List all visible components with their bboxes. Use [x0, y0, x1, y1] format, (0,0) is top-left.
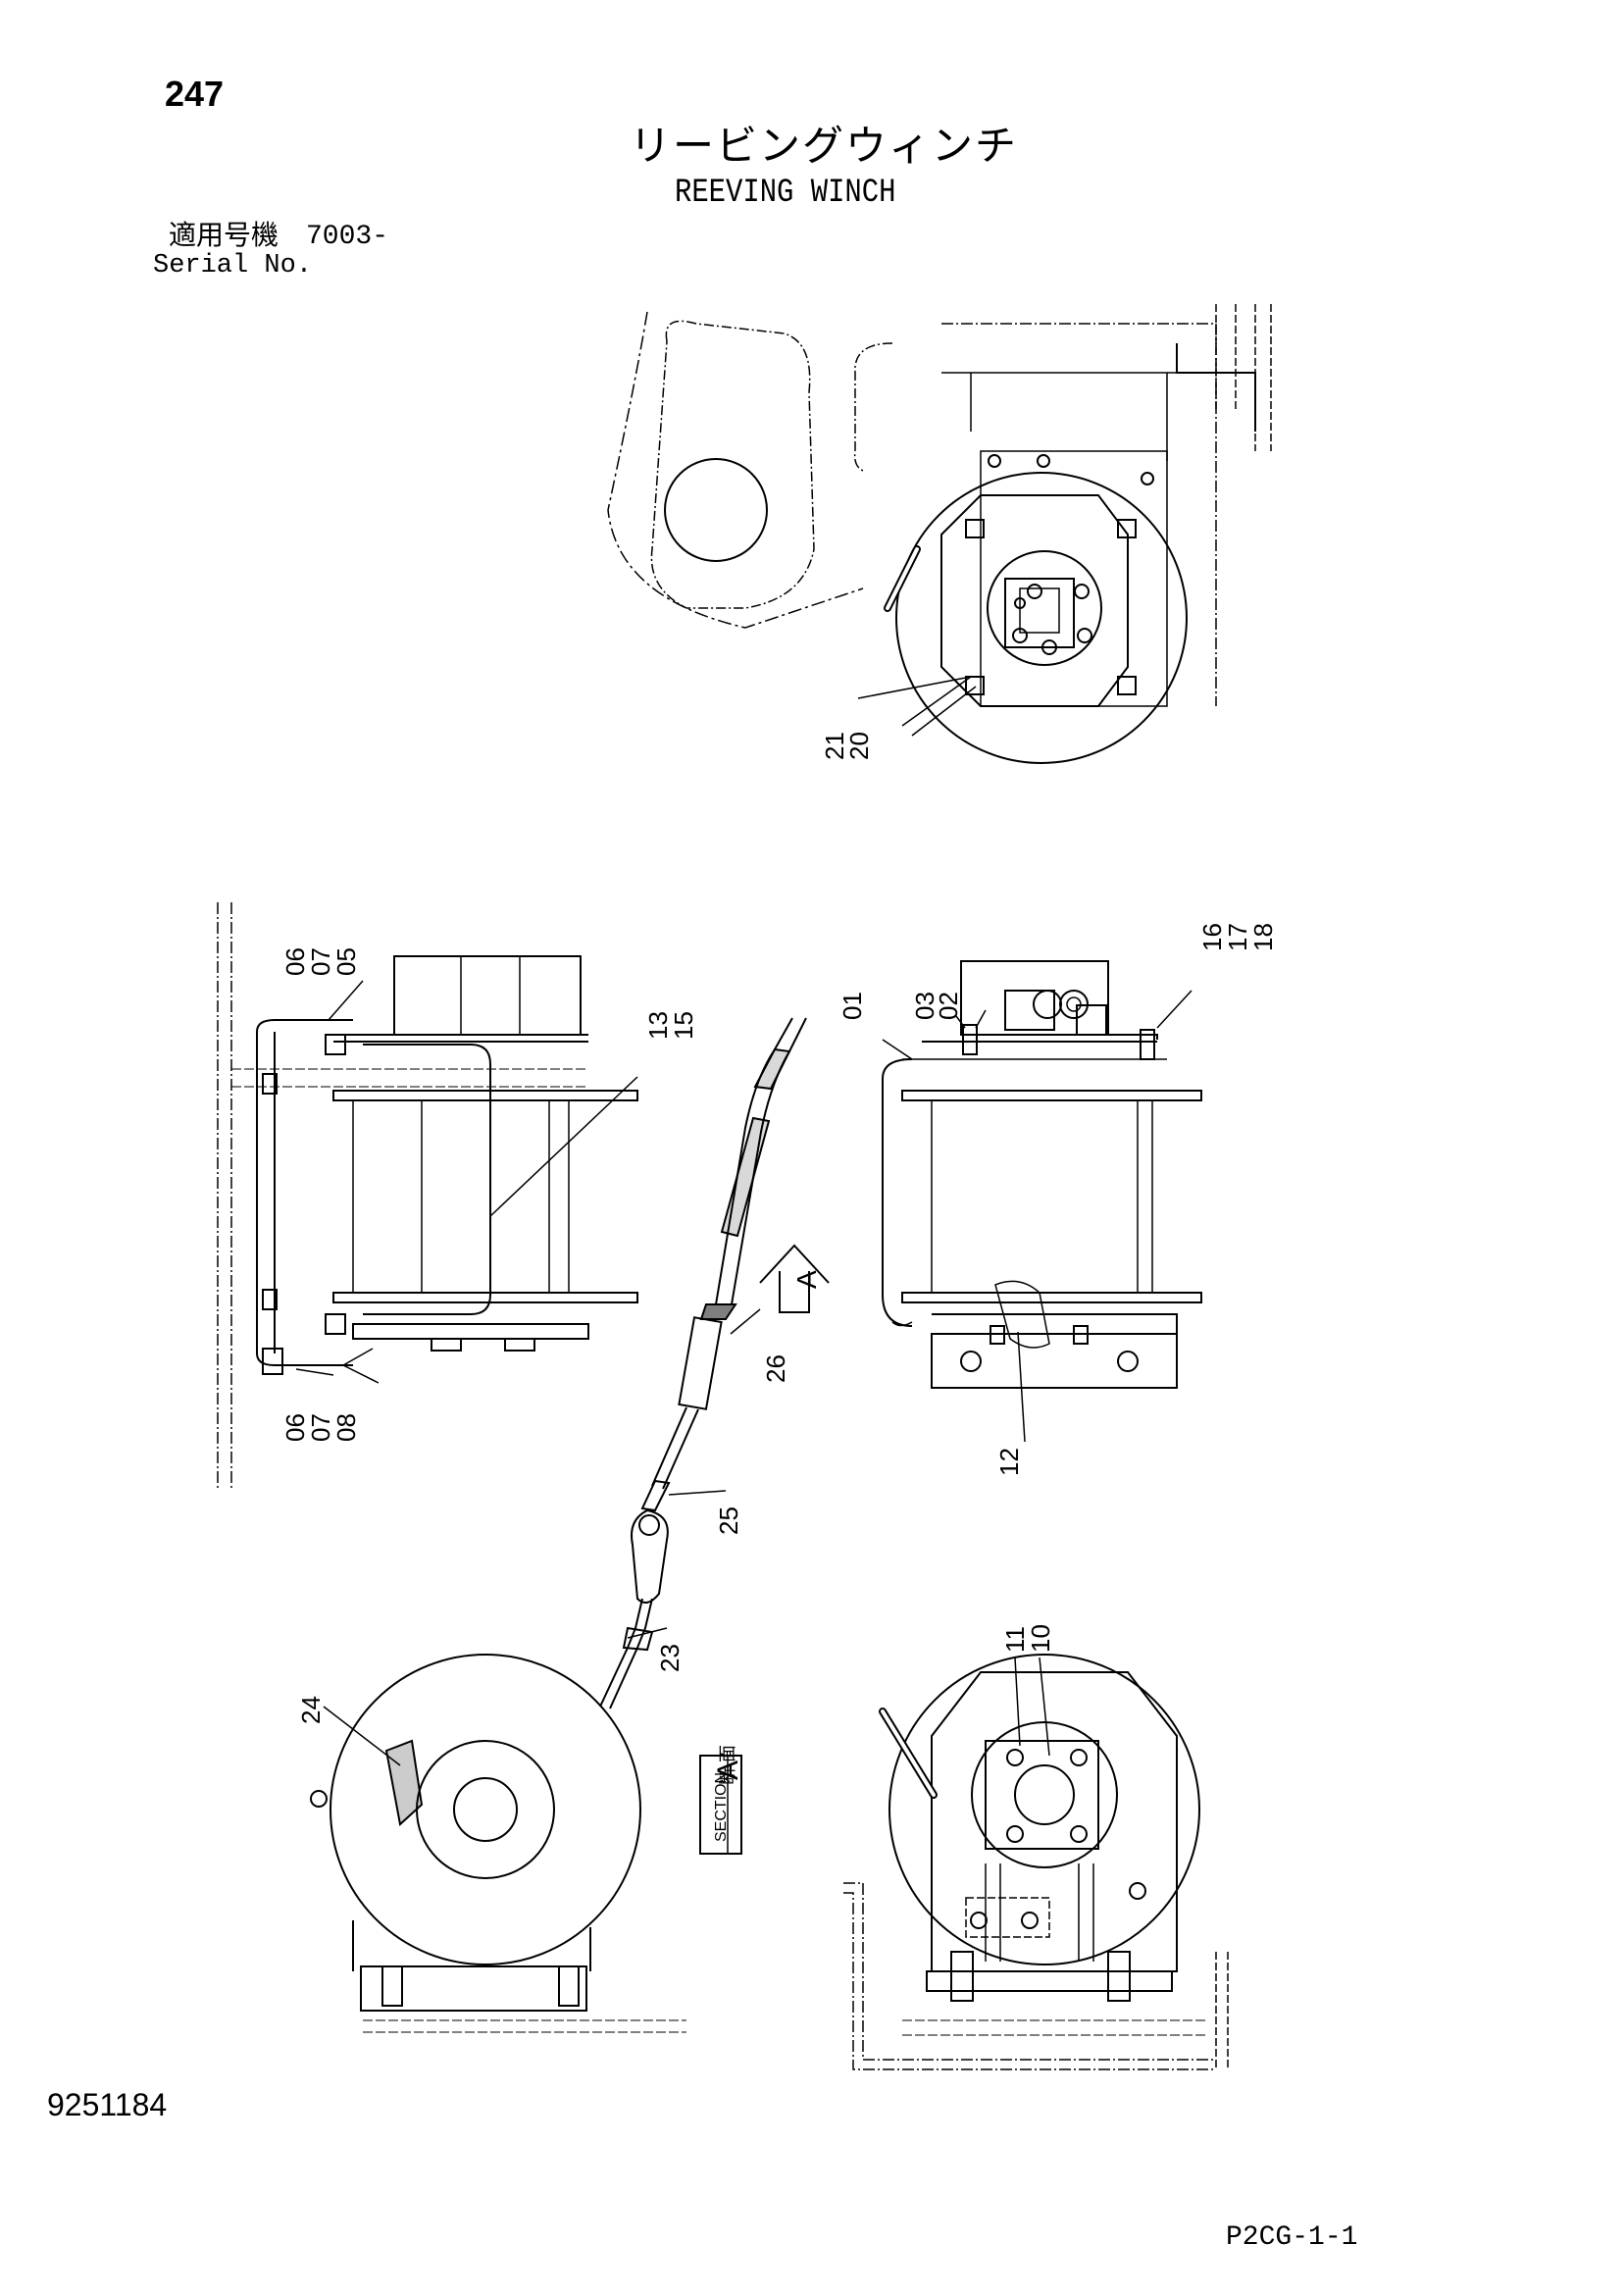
title-english: REEVING WINCH — [675, 175, 896, 212]
section-label-text: SECTION — [713, 1772, 730, 1842]
section-marker-arrow — [759, 1244, 830, 1313]
serial-value: 7003- — [306, 222, 389, 252]
side-view-left — [310, 1654, 686, 2033]
callout-15: 15 — [669, 1011, 698, 1040]
callout-07-top: 07 — [306, 947, 335, 976]
front-view-left — [217, 902, 638, 1491]
callout-25: 25 — [714, 1506, 743, 1535]
callout-17: 17 — [1223, 923, 1252, 951]
callout-26: 26 — [761, 1354, 790, 1383]
section-label-box — [699, 1755, 742, 1855]
callouts: 21 20 06 07 05 13 15 01 03 02 16 17 18 0… — [280, 732, 1278, 1724]
callout-03: 03 — [910, 992, 939, 1020]
serial-label-japanese: 適用号機 — [169, 219, 279, 251]
callout-21: 21 — [820, 732, 849, 760]
section-marker-letter: A — [791, 1270, 822, 1289]
section-label-jp: 断 面 — [718, 1745, 737, 1785]
callout-01: 01 — [837, 992, 867, 1020]
callout-13: 13 — [643, 1011, 673, 1040]
callout-20: 20 — [844, 732, 874, 760]
front-view-right — [882, 960, 1202, 1389]
callout-02: 02 — [934, 992, 963, 1020]
page-code: P2CG-1-1 — [1226, 2222, 1358, 2253]
title-japanese: リービングウィンチ — [630, 122, 1019, 170]
document-number: 9251184 — [47, 2087, 168, 2122]
top-view — [607, 304, 1272, 764]
section-label-letter: A — [712, 1760, 744, 1780]
callout-06-top: 06 — [280, 947, 310, 976]
side-view-right — [843, 1654, 1229, 2070]
wire-rope-assembly — [599, 1017, 807, 1709]
leader-lines — [295, 676, 1193, 1766]
callout-23: 23 — [655, 1644, 685, 1672]
callout-16: 16 — [1197, 923, 1227, 951]
page-number: 247 — [165, 74, 225, 114]
callout-11: 11 — [1000, 1626, 1030, 1653]
serial-label-english: Serial No. — [153, 251, 313, 281]
callout-07-bottom: 07 — [306, 1413, 335, 1442]
callout-08: 08 — [331, 1413, 361, 1442]
callout-05: 05 — [331, 947, 361, 976]
callout-06-bottom: 06 — [280, 1413, 310, 1442]
callout-10: 10 — [1026, 1624, 1055, 1653]
callout-24: 24 — [296, 1696, 326, 1724]
callout-12: 12 — [994, 1448, 1024, 1476]
callout-18: 18 — [1248, 923, 1278, 951]
